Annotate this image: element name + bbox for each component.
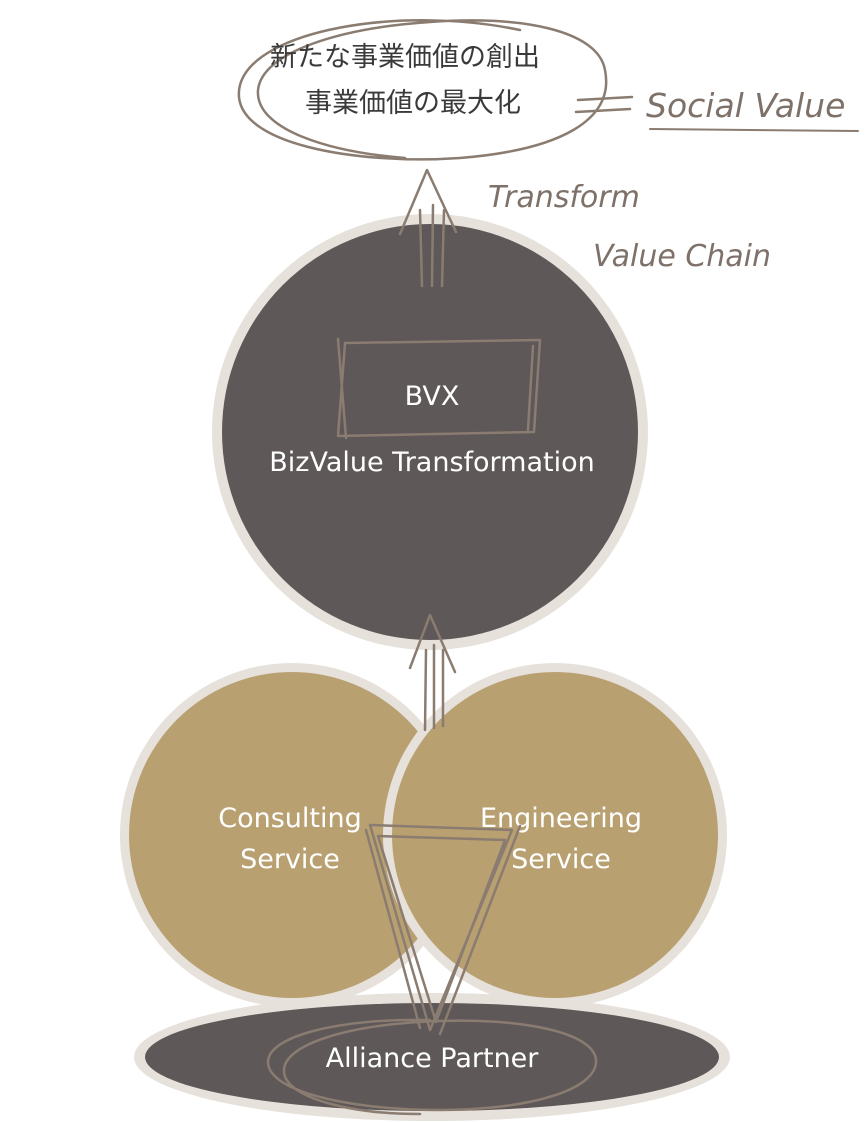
social-value-label: Social Value	[646, 86, 845, 125]
consulting-label-line-2: Service	[240, 844, 340, 875]
engineering-service-circle	[392, 672, 718, 998]
engineering-label-line-2: Service	[511, 844, 611, 875]
bvx-full-name: BizValue Transformation	[269, 447, 595, 478]
transform-note-line-1: Transform	[488, 180, 640, 215]
social-value-underline	[649, 128, 859, 132]
transform-note-line-2: Value Chain	[593, 239, 771, 274]
bvx-circle	[222, 224, 638, 640]
goal-line-1: 新たな事業価値の創出	[270, 42, 540, 73]
middle-arrow-sketch	[408, 613, 457, 732]
bvx-sketch-box	[336, 337, 542, 440]
triangle-sketch	[364, 823, 522, 1036]
alliance-partner-label: Alliance Partner	[326, 1043, 540, 1074]
consulting-label-line-1: Consulting	[218, 803, 362, 834]
alliance-sketch-ellipse	[266, 1018, 598, 1116]
upper-arrow-sketch	[398, 168, 458, 288]
consulting-service-circle	[129, 672, 455, 998]
bvx-acronym: BVX	[405, 381, 460, 412]
goal-line-2: 事業価値の最大化	[305, 88, 521, 119]
equals-sign-sketch	[574, 95, 634, 114]
